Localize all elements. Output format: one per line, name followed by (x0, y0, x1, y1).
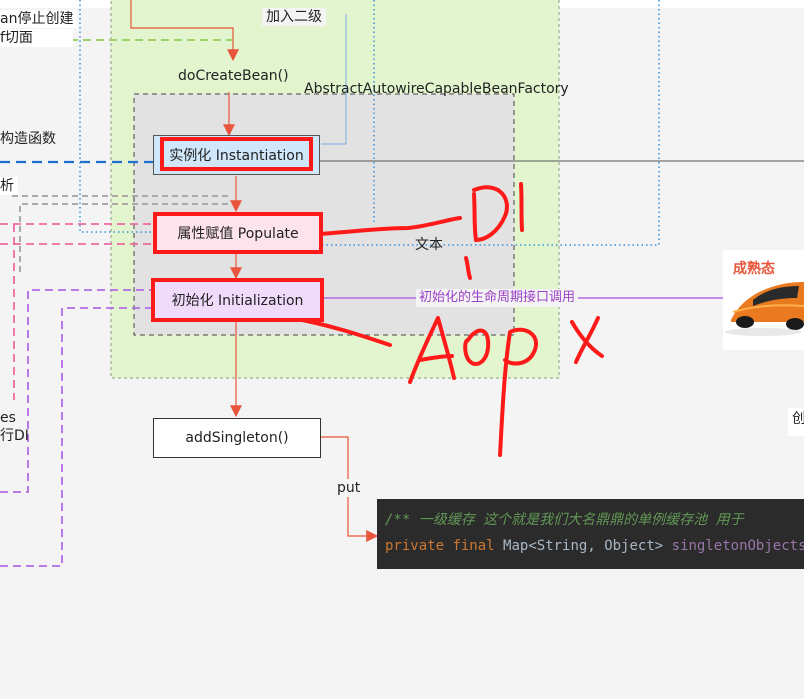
code-kw-private: private (385, 538, 445, 554)
left-label-aspect: f切面 (0, 29, 73, 47)
instantiation-box[interactable]: 实例化 Instantiation (153, 135, 320, 175)
code-kw-final: final (452, 538, 495, 554)
sports-car-icon (725, 282, 804, 336)
populate-label: 属性赋值 Populate (177, 226, 299, 242)
left-label-parse: 析 (0, 177, 18, 195)
add-singleton-label: addSingleton() (185, 430, 289, 446)
docreatebean-label: doCreateBean() (178, 68, 289, 84)
put-label: put (334, 479, 364, 497)
left-label-bean-stop: an停止创建 (0, 10, 78, 28)
add-singleton-box[interactable]: addSingleton() (153, 418, 321, 458)
arrow-to-docreatebean (130, 0, 239, 62)
grey-dashed-line-2 (19, 203, 228, 272)
purple-dashed-line-2 (0, 307, 155, 567)
initialization-label: 初始化 Initialization (171, 293, 304, 309)
code-type: Map<String, Object> (503, 538, 664, 554)
code-line-declaration: private final Map<String, Object> single… (385, 533, 804, 559)
mature-state-label: 成熟态 (733, 261, 775, 277)
dotted-line-left (79, 0, 155, 233)
code-line-comment: /** 一级缓存 这个就是我们大名鼎鼎的单例缓存池 用于 (385, 507, 804, 533)
create-partial-label: 创 (788, 408, 804, 436)
initialization-box[interactable]: 初始化 Initialization (151, 278, 324, 322)
code-comment: /** 一级缓存 这个就是我们大名鼎鼎的单例缓存池 用于 (385, 512, 744, 528)
factory-name-label: AbstractAutowireCapableBeanFactory (304, 81, 569, 97)
add-level2-label: 加入二级 (262, 8, 326, 26)
handwritten-aop (290, 316, 604, 457)
left-label-do-di: 行DI (0, 428, 29, 444)
instantiation-label: 实例化 Instantiation (169, 148, 304, 164)
purple-dashed-line-1 (0, 289, 155, 493)
left-label-es: es (0, 410, 16, 426)
dotted-line-right (320, 0, 660, 246)
line-add-level2 (321, 14, 347, 145)
populate-box[interactable]: 属性赋值 Populate (153, 212, 323, 254)
lifecycle-label: 初始化的生命周期接口调用 (416, 289, 579, 307)
code-snippet: /** 一级缓存 这个就是我们大名鼎鼎的单例缓存池 用于 private fin… (377, 499, 804, 569)
code-field: singletonObjects (671, 538, 804, 554)
text-node-label: 文本 (415, 237, 443, 253)
handwritten-di (316, 182, 524, 280)
instantiation-highlight (160, 137, 313, 171)
left-label-constructor: 构造函数 (0, 131, 56, 147)
mature-state-card: 成熟态 (723, 250, 804, 350)
